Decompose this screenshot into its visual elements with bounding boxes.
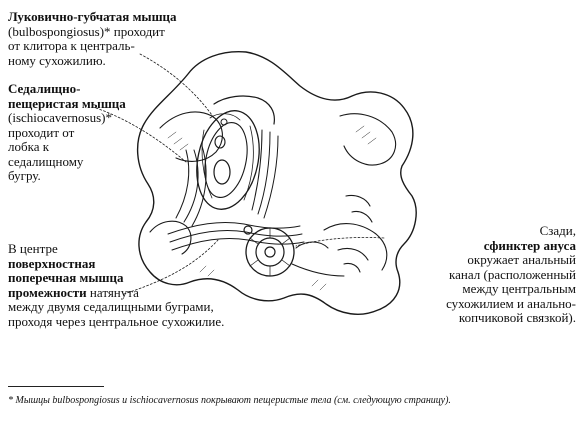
bulbospongiosus-fibers [201, 113, 254, 201]
ischiocavernosus-right [251, 129, 279, 219]
anus [264, 246, 276, 258]
vaginal-opening [213, 159, 231, 185]
caption-bulbospongiosus: Луковично-губчатая мышца (bulbospongiosu… [8, 9, 177, 68]
anal-sphincter-inner [255, 237, 285, 267]
transverse-line4: проходя через центральное сухожилие. [8, 313, 225, 329]
sphincter-line4: между центральным [462, 281, 576, 296]
sphincter-line1: Сзади, [539, 223, 576, 238]
bulbospongiosus-line2: от клитора к централь- [8, 38, 135, 53]
caption-anal-sphincter: Сзади, сфинктер ануса окружает анальный … [384, 223, 576, 326]
ischiocavernosus-title2: пещеристая мышца [8, 95, 126, 111]
ischiocavernosus-left [175, 145, 207, 227]
vestibule-outer [204, 122, 248, 198]
pelvis-outline [136, 51, 417, 315]
sphincter-fibers [249, 227, 291, 277]
bulbospongiosus-muscle [196, 110, 260, 210]
bulbospongiosus-title: Луковично-губчатая мышца [8, 9, 177, 24]
anococcygeal-ligament [291, 263, 345, 277]
bulbospongiosus-line1: (bulbospongiosus)* проходит [8, 23, 165, 39]
bone-hatching [167, 125, 377, 291]
leader-transverse [123, 239, 219, 295]
ischiocavernosus-line5: бугру. [8, 168, 41, 183]
footnote-divider [8, 386, 104, 387]
transverse-line2: натянута [86, 284, 139, 300]
caption-ischiocavernosus: Седалищно- пещеристая мышца (ischiocaver… [8, 81, 126, 184]
clitoris [220, 118, 228, 126]
ischiocavernosus-title1: Седалищно- [8, 81, 81, 96]
pubic-arch [213, 95, 275, 125]
transverse-title2: поперечная мышца [8, 270, 124, 285]
transverse-line1: В центре [8, 241, 58, 256]
urethral-opening [214, 135, 226, 149]
sphincter-line5: сухожилием и анально- [446, 295, 576, 311]
central-tendon [243, 225, 253, 235]
sacrum-curve [323, 223, 388, 271]
ischial-tuberosity-left [149, 220, 192, 255]
footnote: * Мышцы bulbospongiosus и ischiocavernos… [8, 395, 451, 406]
leader-ischiocavernosus [95, 107, 187, 163]
transverse-line3: между двумя седалищными буграми, [8, 299, 214, 314]
ischiocavernosus-line4: седалищному [8, 153, 84, 169]
leader-bulbospongiosus [139, 53, 215, 119]
ischial-tuberosity-right [295, 241, 329, 249]
sphincter-line2: окружает анальный [467, 252, 576, 267]
caption-transverse-perineal: В центре поверхностная поперечная мышца … [8, 241, 225, 329]
transverse-title3: промежности [8, 284, 87, 300]
transverse-title1: поверхностная [8, 255, 96, 271]
sphincter-title: сфинктер ануса [483, 237, 576, 253]
leader-sphincter [295, 237, 385, 247]
sphincter-line6: копчиковой связкой). [458, 310, 576, 325]
ischiocavernosus-line2: проходит от [8, 124, 75, 140]
sphincter-line3: канал (расположенный [449, 266, 576, 282]
coccyx [337, 194, 373, 273]
transverse-perineal-muscle [167, 221, 305, 251]
ischiocavernosus-line3: лобка к [8, 139, 50, 154]
ischiocavernosus-line1: (ischiocavernosus)* [8, 110, 112, 125]
bulbospongiosus-line3: ному сухожилию. [8, 52, 106, 68]
right-ilium [339, 113, 397, 166]
